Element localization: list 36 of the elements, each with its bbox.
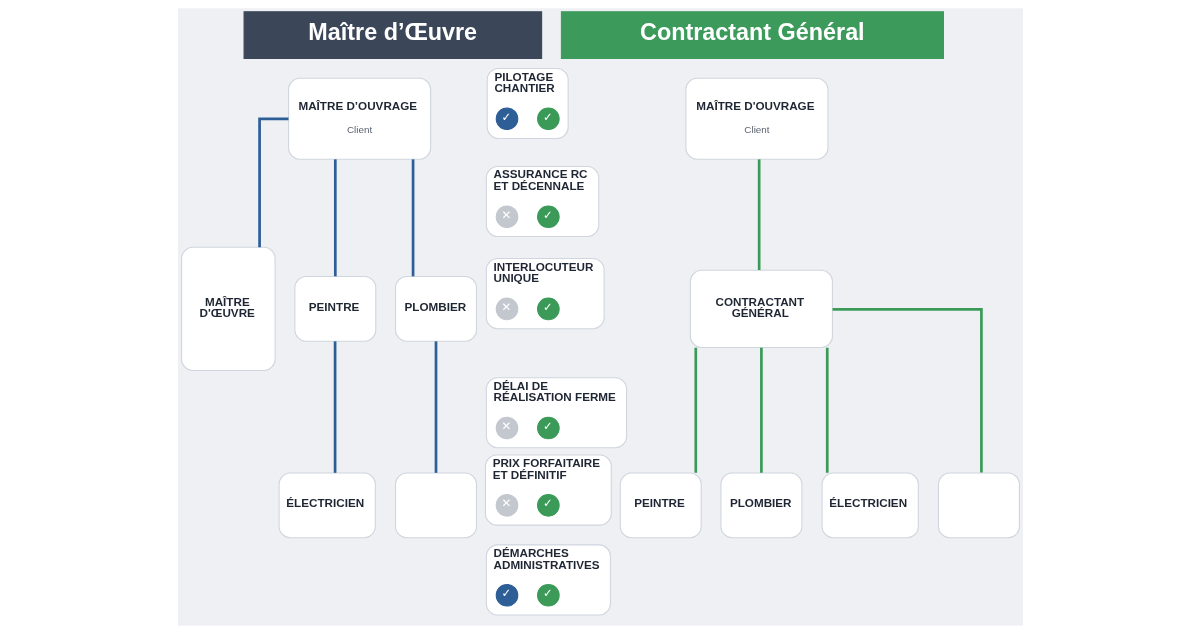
connector <box>257 117 288 248</box>
node-box: MAÎTRE D'OUVRAGE Client <box>684 77 828 160</box>
node-box: ÉLECTRICIEN <box>821 472 919 539</box>
connector <box>693 347 697 473</box>
node-box: PLOMBIER <box>719 472 802 539</box>
node-circle: ✓ <box>536 416 560 440</box>
node-box: MAÎTRE D’OUVRAGE Client <box>287 77 431 160</box>
node-circle: ✓ <box>536 297 560 321</box>
connector <box>434 341 437 473</box>
connector <box>757 159 760 271</box>
connector <box>759 347 763 473</box>
node-box: Contractant Général <box>560 11 944 60</box>
node-circle: ✕ <box>495 416 518 440</box>
node-circle: ✓ <box>536 107 560 131</box>
node-box: PEINTRE <box>619 472 702 539</box>
connector <box>411 159 414 277</box>
node-box: CONTRACTANT GÉNÉRAL <box>689 269 833 349</box>
node-box: ÉLECTRICIEN <box>278 472 376 539</box>
node-circle: ✕ <box>495 297 518 321</box>
node-circle: ✓ <box>536 205 560 229</box>
node-box <box>394 472 477 539</box>
connector <box>832 308 983 473</box>
connector <box>333 341 336 473</box>
node-circle: ✓ <box>495 107 518 131</box>
node-box: Maître d’Œuvre <box>243 11 542 60</box>
connector <box>825 347 829 473</box>
node-box: PLOMBIER <box>394 276 477 342</box>
node-circle: ✕ <box>495 205 518 229</box>
node-circle: ✕ <box>495 494 518 517</box>
node-box: MAÎTRE D'ŒUVRE <box>180 246 276 372</box>
node-circle: ✓ <box>495 583 518 607</box>
connector <box>333 159 337 277</box>
node-box: PEINTRE <box>293 276 376 342</box>
node-circle: ✓ <box>536 583 560 607</box>
node-circle: ✓ <box>536 494 560 517</box>
node-box <box>937 472 1020 539</box>
